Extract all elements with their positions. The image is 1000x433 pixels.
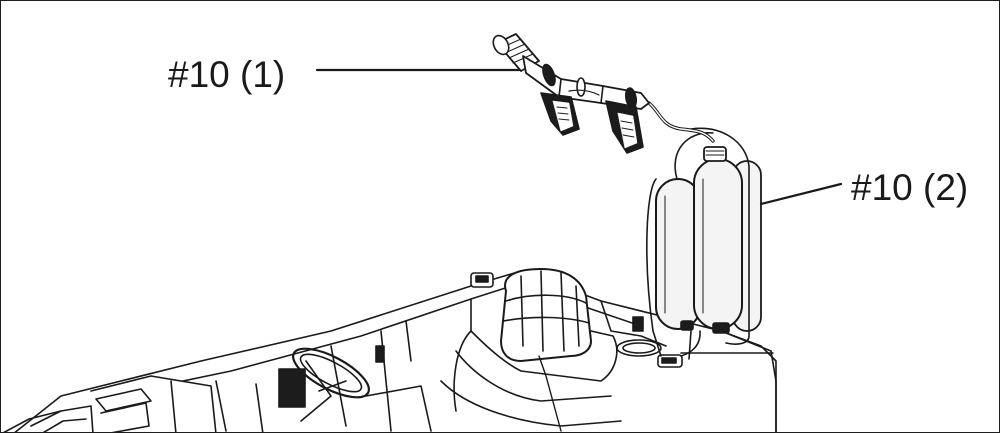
ride-on-car-icon	[3, 268, 777, 432]
callout-label-part-10-2: #10 (2)	[851, 167, 969, 208]
water-gun-icon	[315, 33, 715, 154]
water-tank-icon	[646, 127, 843, 360]
callout-label-part-10-1: #10 (1)	[168, 54, 286, 95]
